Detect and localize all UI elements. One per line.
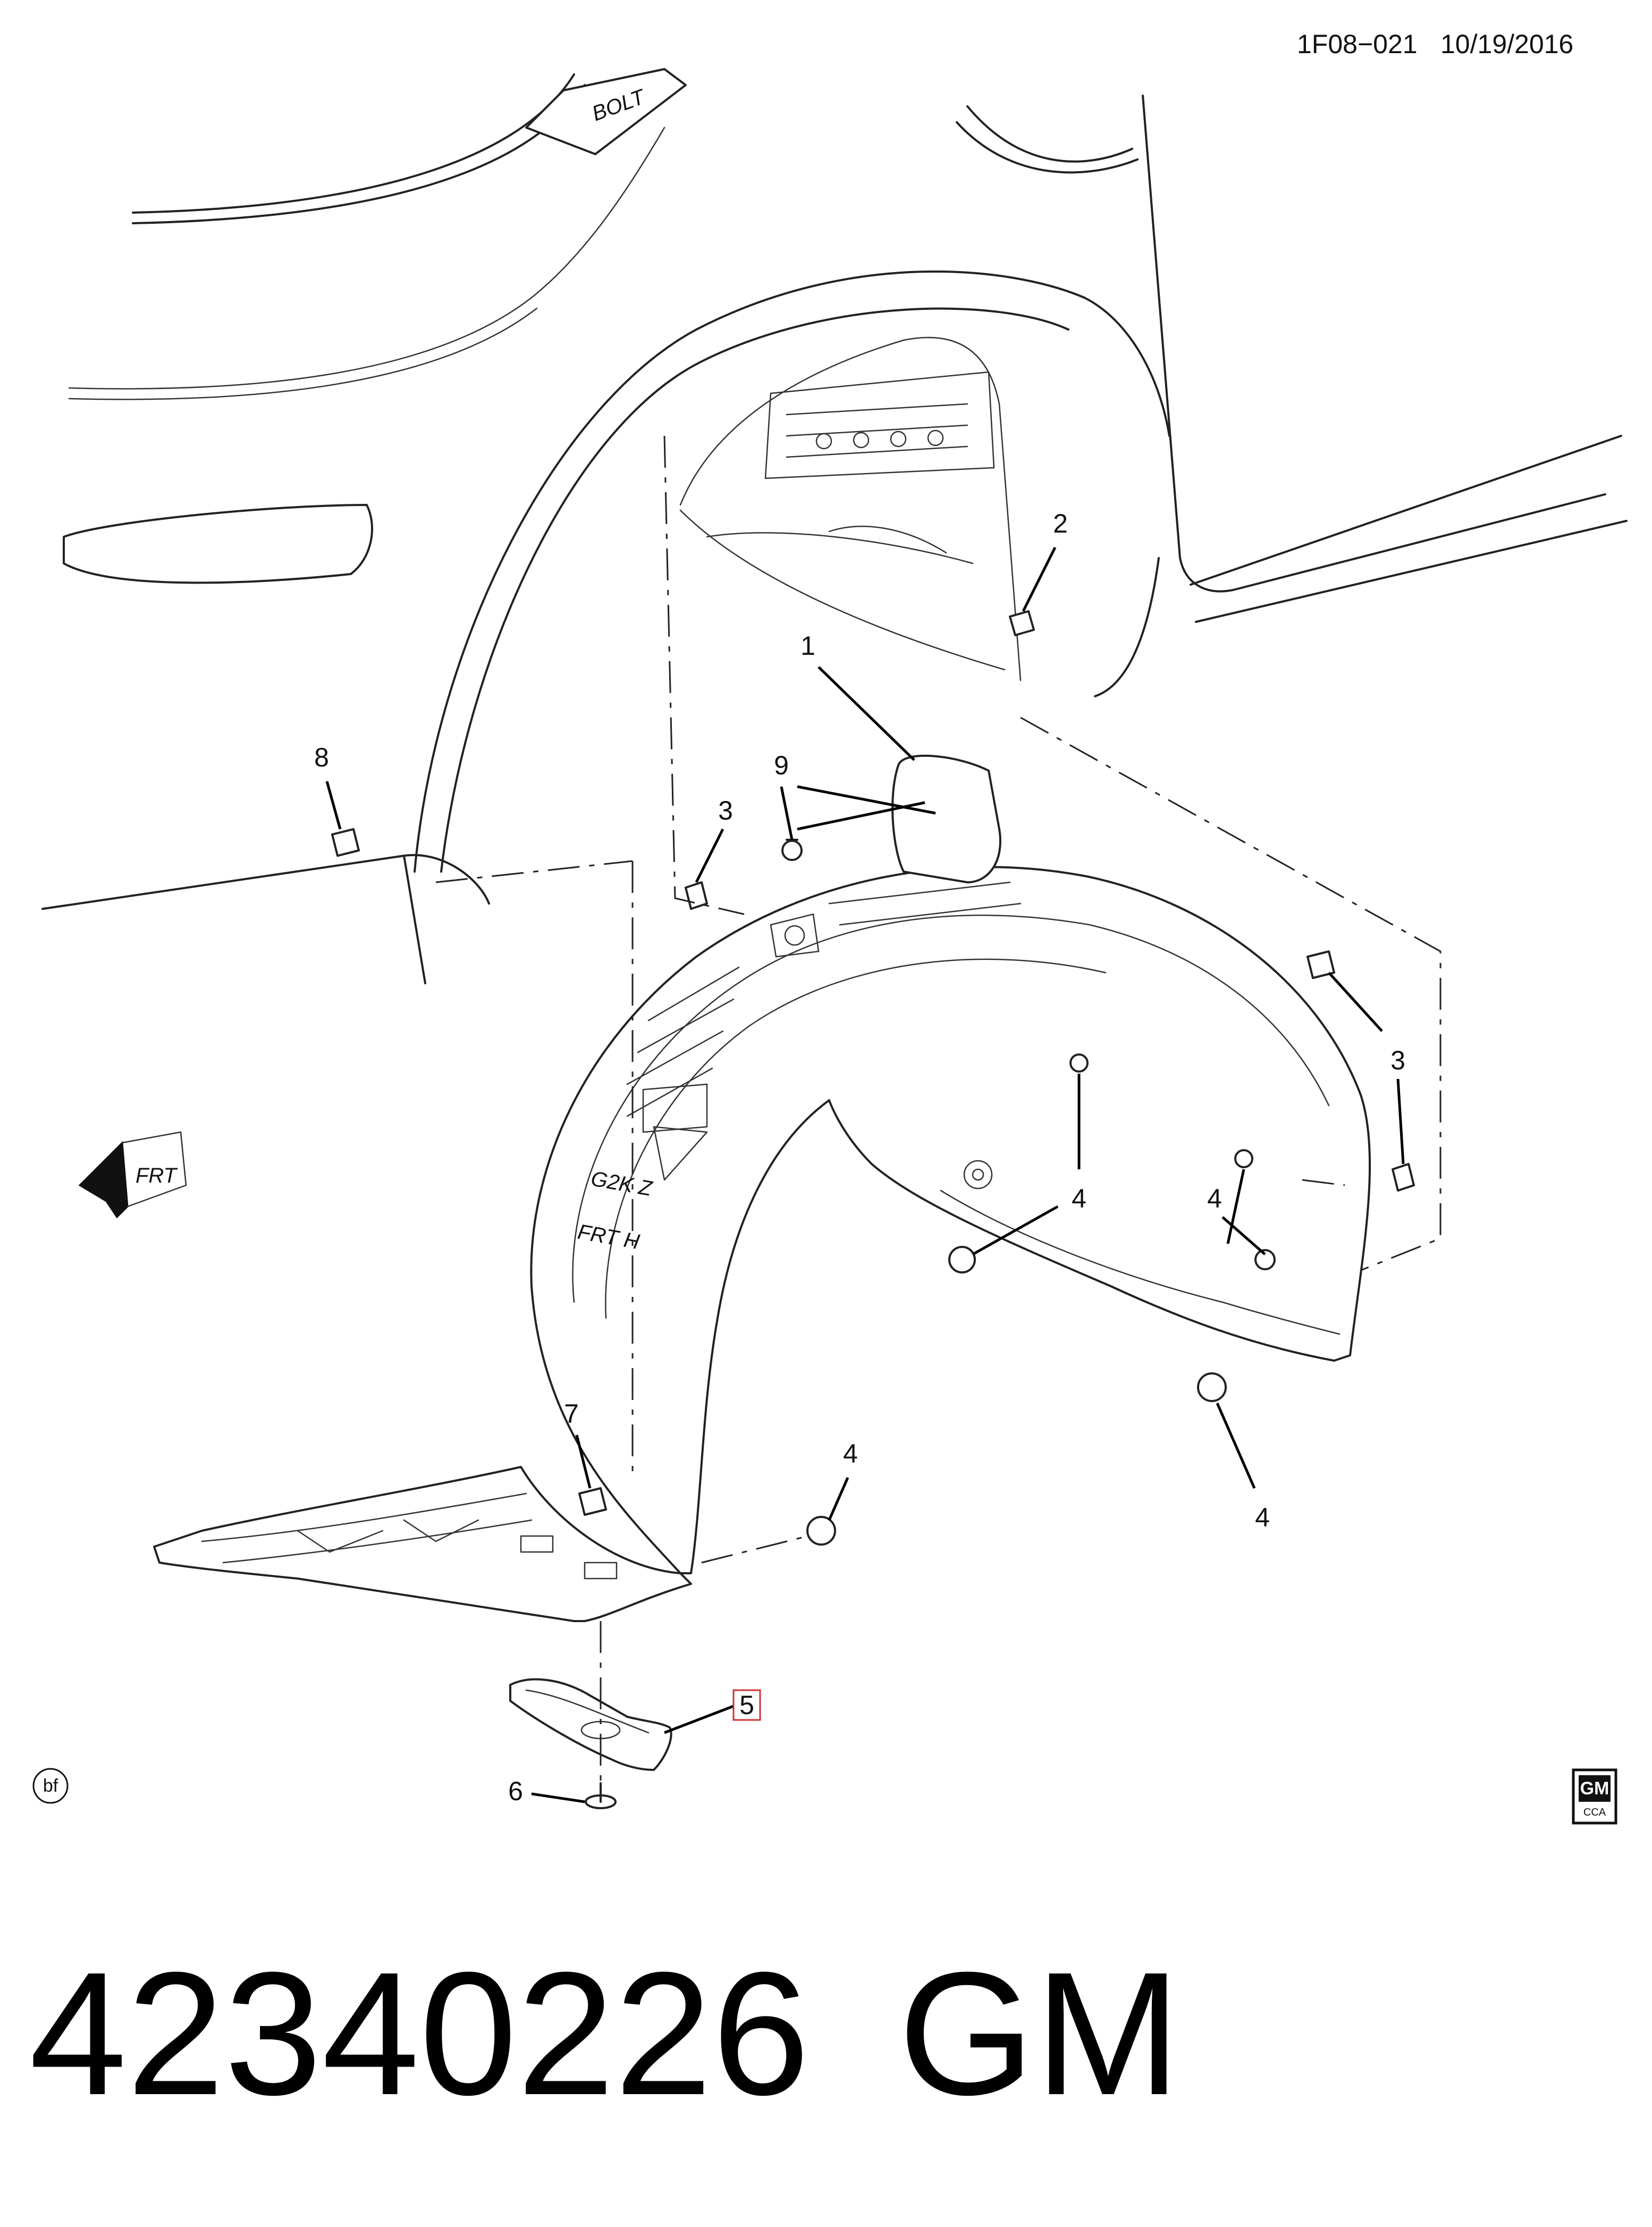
callout-4-right: 4: [1207, 1184, 1222, 1213]
assembly-lines: [435, 435, 1442, 1781]
callout-4-lower: 4: [843, 1439, 858, 1469]
clip-3-right-lower: [1392, 1163, 1415, 1192]
screw-4-right: [1254, 1249, 1276, 1270]
screw-4-top: [1069, 1053, 1089, 1073]
callout-5-highlight-box: [732, 1689, 761, 1721]
splash-shield: [509, 1678, 672, 1771]
callout-7: 7: [564, 1399, 579, 1429]
diagram-code: 1F08−021: [1297, 29, 1418, 59]
frt-label: FRT: [136, 1164, 178, 1187]
callout-3-right: 3: [1390, 1045, 1405, 1075]
screw-4-bottom-right: [1197, 1372, 1227, 1402]
callout-4-bottom: 4: [1255, 1503, 1270, 1532]
gm-logo-subtext: CCA: [1583, 1807, 1606, 1818]
fasteners: [331, 610, 1415, 1809]
front-direction-arrow: FRT: [78, 1131, 187, 1219]
nut-2: [1009, 610, 1035, 636]
gm-logo-text: GM: [1580, 1778, 1609, 1799]
nut-7: [578, 1487, 607, 1516]
fender-liner: G2K Z FRT H: [153, 754, 1371, 1622]
callout-8: 8: [314, 743, 329, 772]
screw-4-mid-right: [1234, 1149, 1253, 1168]
screw-4-lower: [806, 1516, 836, 1546]
callout-9: 9: [774, 750, 789, 780]
arrow-icon: [78, 1141, 129, 1219]
nut-8: [331, 828, 360, 857]
illustrator-initials: bf: [43, 1776, 58, 1796]
callout-3-left: 3: [718, 796, 733, 825]
screw-4-mid-left: [948, 1246, 976, 1273]
gm-logo: GM CCA: [1572, 1768, 1617, 1825]
clip-3-left: [685, 881, 708, 910]
part-number: 42340226: [29, 1935, 810, 2131]
bolt-badge-plate: [525, 68, 687, 155]
callouts: 1 2 3 3 4 4 4 4 5 6 7 8: [314, 509, 1405, 1806]
push-pin-9: [781, 840, 803, 861]
side-marker-lamp: [63, 504, 373, 584]
diagram-date: 10/19/2016: [1440, 29, 1573, 59]
brand-name: GM: [898, 1935, 1181, 2131]
callout-2: 2: [1053, 509, 1068, 538]
illustrator-circle: [32, 1768, 69, 1804]
clip-3-right-upper: [1307, 950, 1335, 979]
vehicle-body: BOLT: [41, 68, 1628, 984]
callout-6: 6: [508, 1776, 523, 1806]
callout-5: 5: [739, 1690, 754, 1720]
gm-logo-block: [1579, 1775, 1611, 1802]
callout-1: 1: [800, 631, 815, 661]
callout-4-center: 4: [1072, 1184, 1086, 1213]
illustrator-mark: bf: [32, 1768, 69, 1804]
